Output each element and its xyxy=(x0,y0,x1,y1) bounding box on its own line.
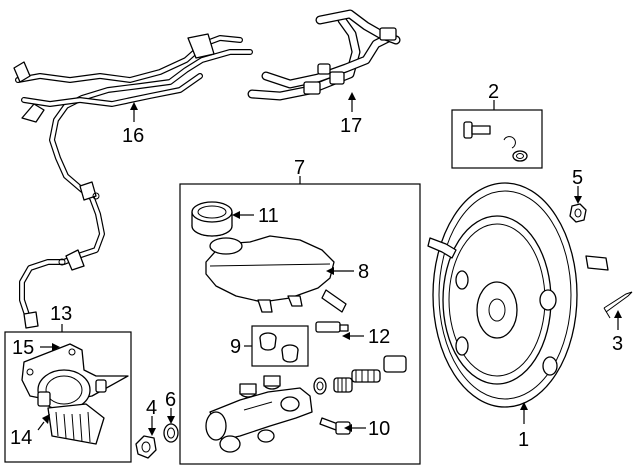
washer-6 xyxy=(163,423,179,443)
nut-5 xyxy=(569,203,587,223)
part-13-box xyxy=(4,331,132,463)
clip-3 xyxy=(603,291,633,319)
callout-5: 5 xyxy=(572,167,583,189)
check-valve-kit-2 xyxy=(463,121,528,162)
callout-8: 8 xyxy=(358,261,369,283)
air-pump-14 xyxy=(37,369,107,445)
master-cylinder xyxy=(205,375,313,453)
callout-7: 7 xyxy=(294,157,305,179)
reservoir-8 xyxy=(205,235,347,313)
callout-11: 11 xyxy=(258,205,279,227)
callout-3: 3 xyxy=(612,333,623,355)
callout-9: 9 xyxy=(230,336,241,358)
grommets-9 xyxy=(259,332,299,363)
callout-6: 6 xyxy=(165,389,176,411)
seals-and-springs xyxy=(313,355,407,395)
callout-17: 17 xyxy=(340,115,362,137)
leader-lines xyxy=(37,92,622,436)
callout-4: 4 xyxy=(146,397,157,419)
callout-13: 13 xyxy=(50,303,72,325)
bolt-10 xyxy=(319,417,351,435)
reservoir-cap-11 xyxy=(191,201,233,237)
callout-15: 15 xyxy=(12,337,34,359)
sensor-12 xyxy=(315,321,349,333)
part-2-box xyxy=(451,109,543,169)
callout-1: 1 xyxy=(518,429,529,451)
callout-labels: 1 2 3 4 5 6 7 8 9 10 11 12 13 14 15 16 1… xyxy=(10,81,623,451)
brake-booster-1 xyxy=(427,182,609,408)
callout-2: 2 xyxy=(488,81,499,103)
callout-14: 14 xyxy=(10,427,32,449)
vacuum-hose-harness-16 xyxy=(13,33,253,329)
vacuum-hose-17 xyxy=(247,9,401,101)
callout-16: 16 xyxy=(122,125,144,147)
callout-10: 10 xyxy=(368,418,390,440)
nut-4 xyxy=(135,435,157,459)
callout-12: 12 xyxy=(368,326,390,348)
